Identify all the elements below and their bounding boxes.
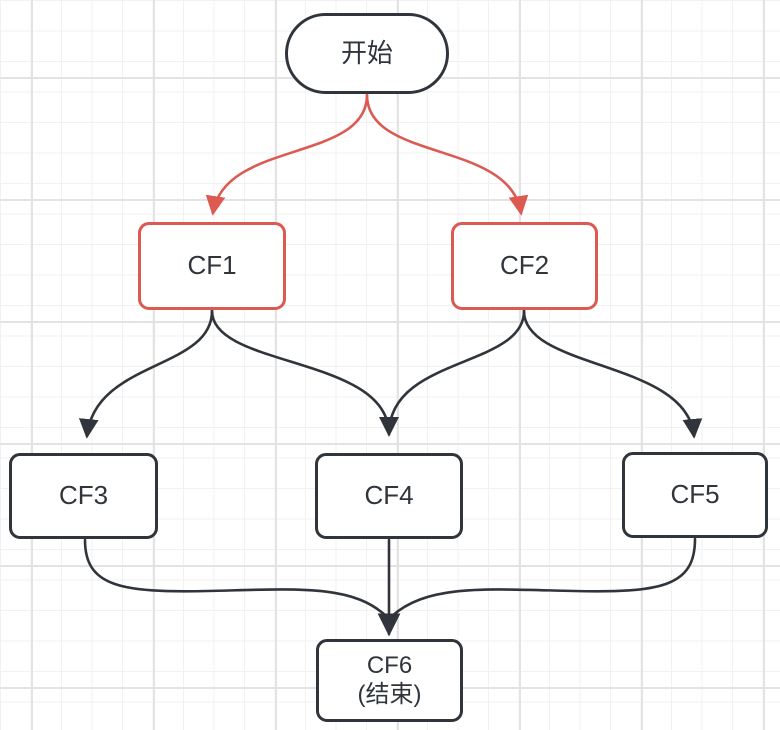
node-cf2[interactable]: CF2 [451, 222, 598, 310]
node-cf5-label: CF5 [670, 479, 720, 510]
edge-start-cf1[interactable] [205, 93, 369, 216]
node-cf3[interactable]: CF3 [9, 453, 158, 539]
edge-cf5-cf6[interactable] [390, 537, 697, 618]
node-cf6-end[interactable]: CF6 (结束) [316, 639, 463, 722]
node-cf4-label: CF4 [364, 480, 414, 511]
node-cf1-label: CF1 [187, 250, 237, 281]
edge-cf2-cf5[interactable] [522, 309, 703, 439]
edge-cf3-cf6[interactable] [83, 538, 388, 618]
node-cf1[interactable]: CF1 [138, 222, 286, 310]
node-cf5[interactable]: CF5 [622, 452, 768, 538]
node-start-label: 开始 [340, 37, 393, 68]
edge-cf2-cf4[interactable] [379, 309, 526, 437]
edge-start-cf2[interactable] [365, 93, 529, 216]
node-cf6-sublabel: (结束) [357, 680, 422, 708]
node-cf6-label: CF6 [366, 651, 413, 679]
edge-cf1-cf4[interactable] [210, 309, 399, 437]
edge-cf1-cf3[interactable] [78, 309, 214, 439]
node-cf3-label: CF3 [58, 480, 109, 511]
node-start[interactable]: 开始 [285, 13, 449, 94]
node-cf2-label: CF2 [499, 250, 550, 281]
node-cf4[interactable]: CF4 [315, 453, 463, 539]
